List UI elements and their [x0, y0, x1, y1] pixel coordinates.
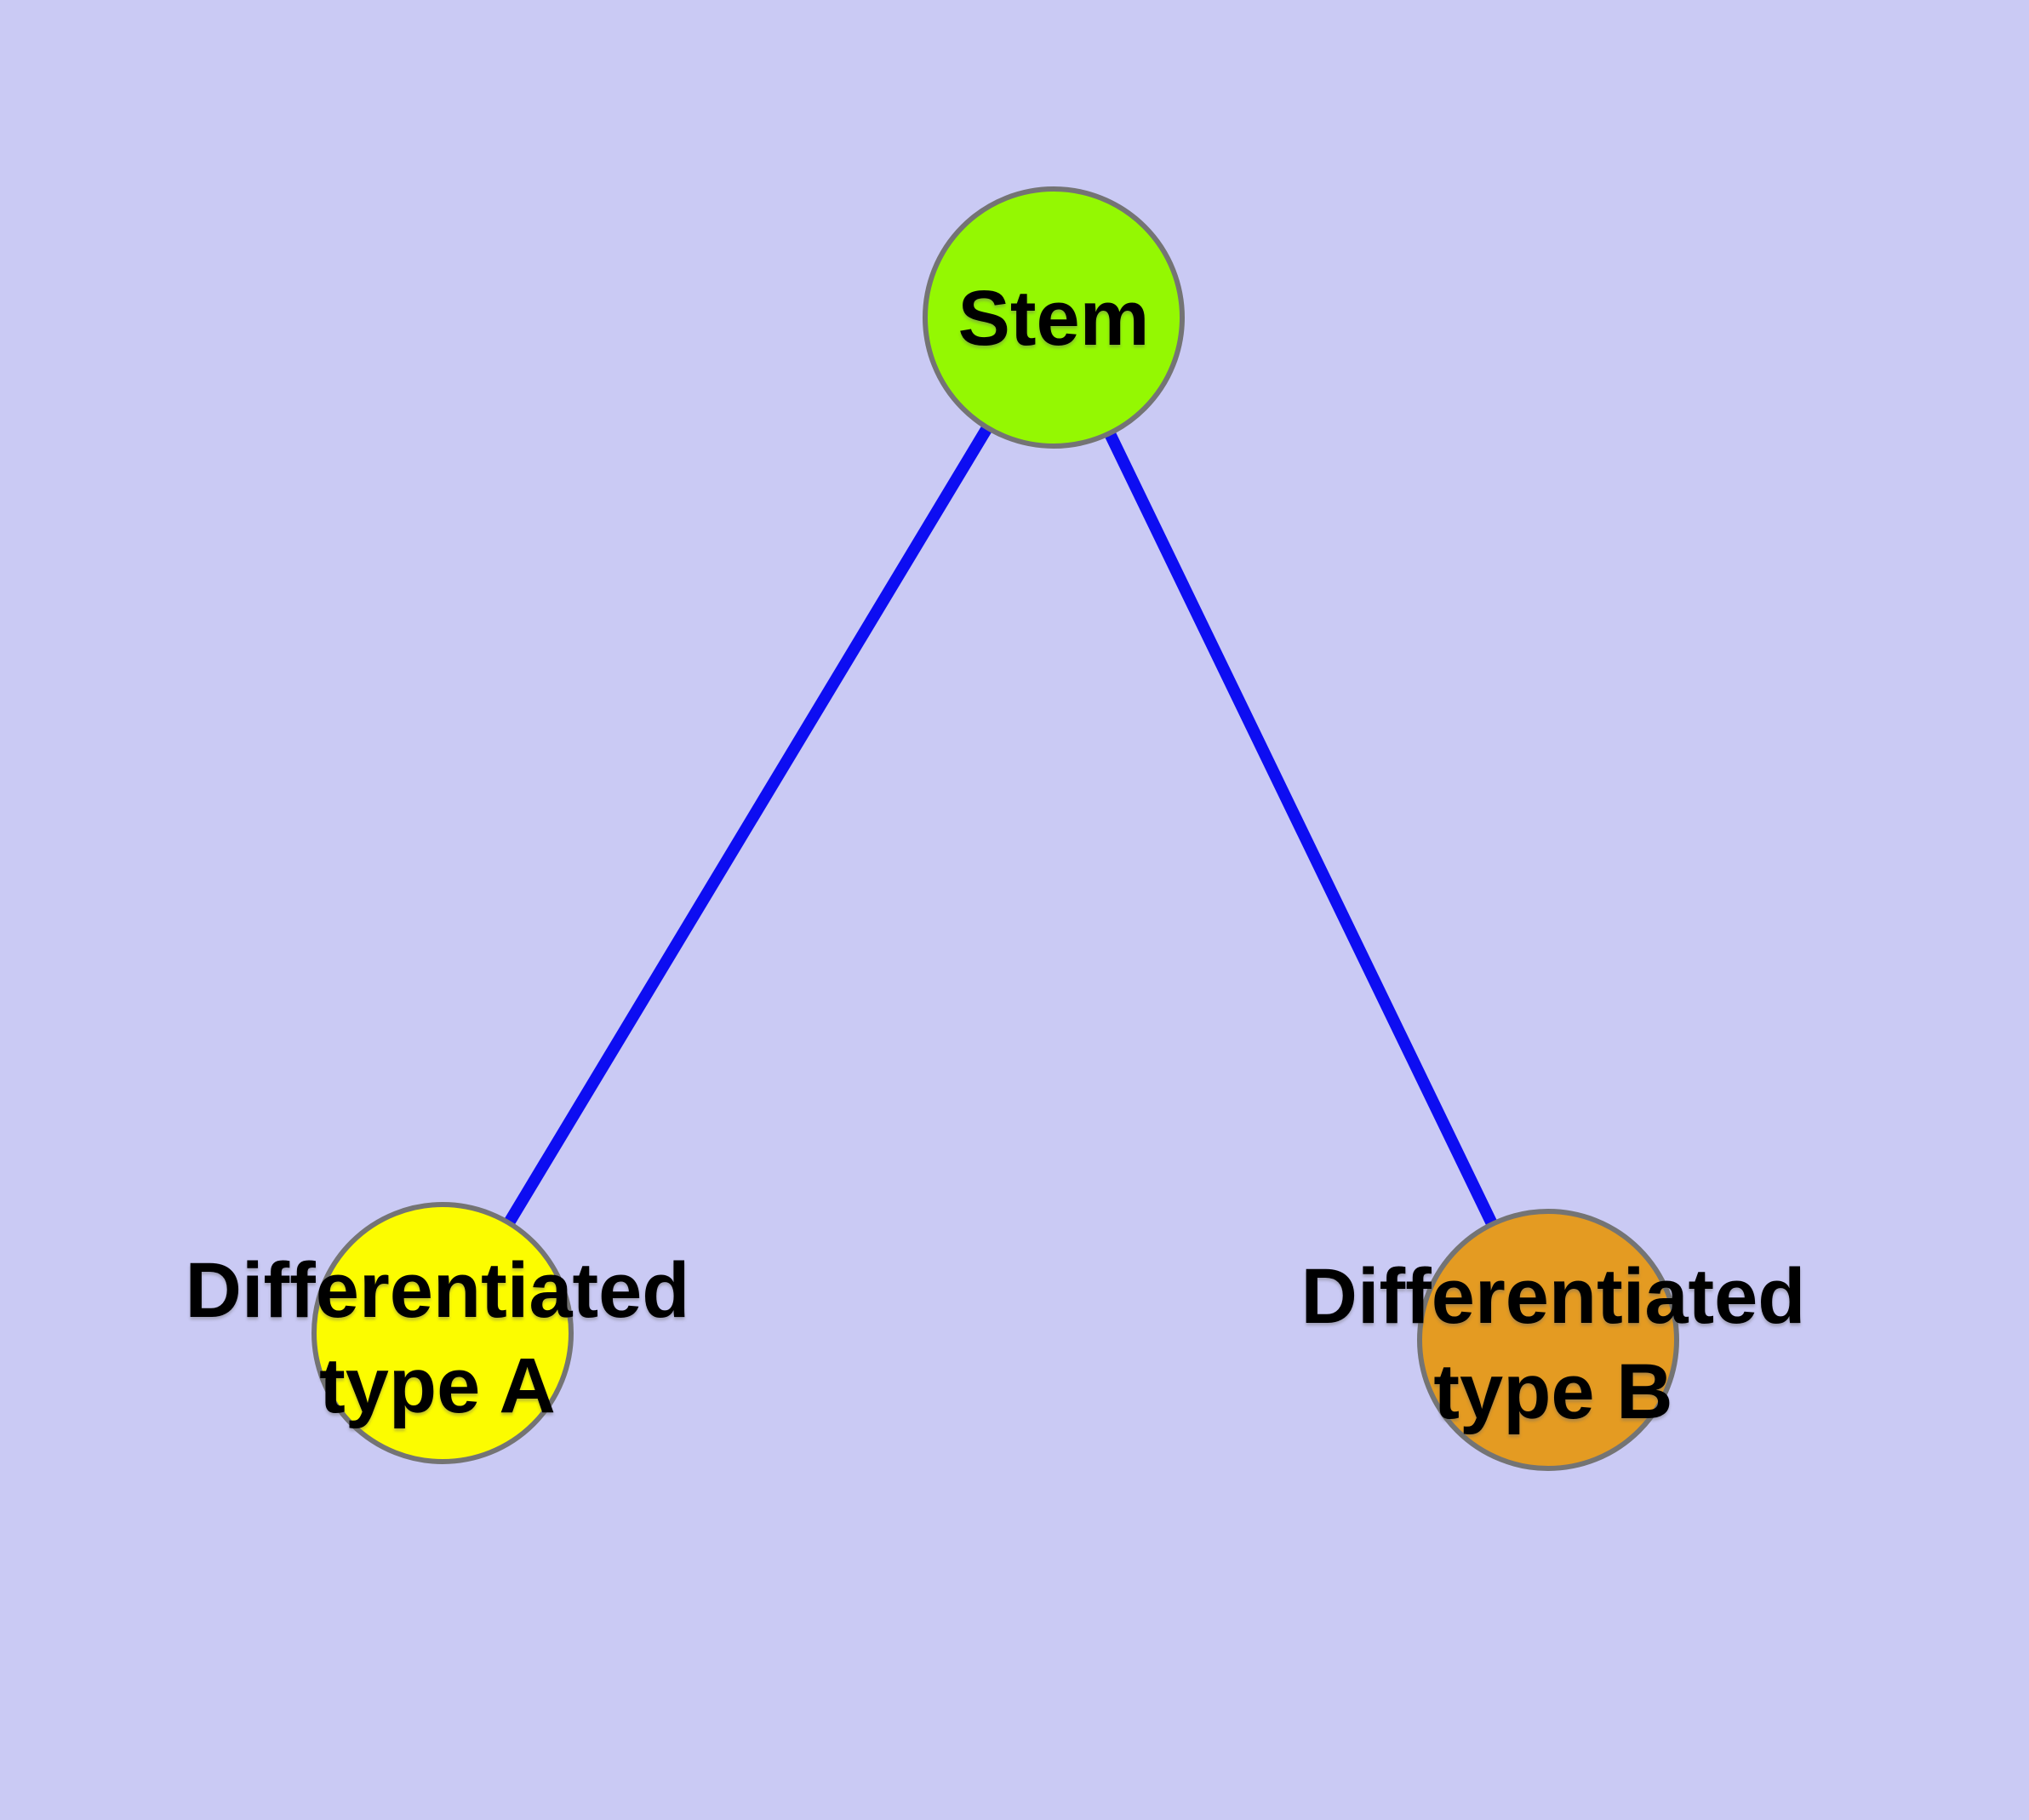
node-type-b-circle [1417, 1209, 1679, 1471]
node-type-a-label-line2: type A [319, 1342, 556, 1429]
node-type-a-circle [311, 1202, 574, 1464]
node-stem-circle [923, 186, 1185, 449]
edge-stem-to-type-b [1048, 314, 1554, 1343]
node-stem-label-line1: Stem [957, 275, 1150, 362]
node-stem-label: Stem [958, 271, 1150, 366]
node-type-b-label-line2: type B [1433, 1348, 1673, 1435]
node-type-a-label: Differentiated type A [186, 1243, 690, 1434]
edge-stem-to-type-a [437, 314, 1059, 1336]
node-type-b-label-line1: Differentiated [1300, 1253, 1806, 1340]
node-type-b-label: Differentiated type B [1301, 1249, 1806, 1439]
node-type-a-label-line1: Differentiated [185, 1247, 690, 1334]
